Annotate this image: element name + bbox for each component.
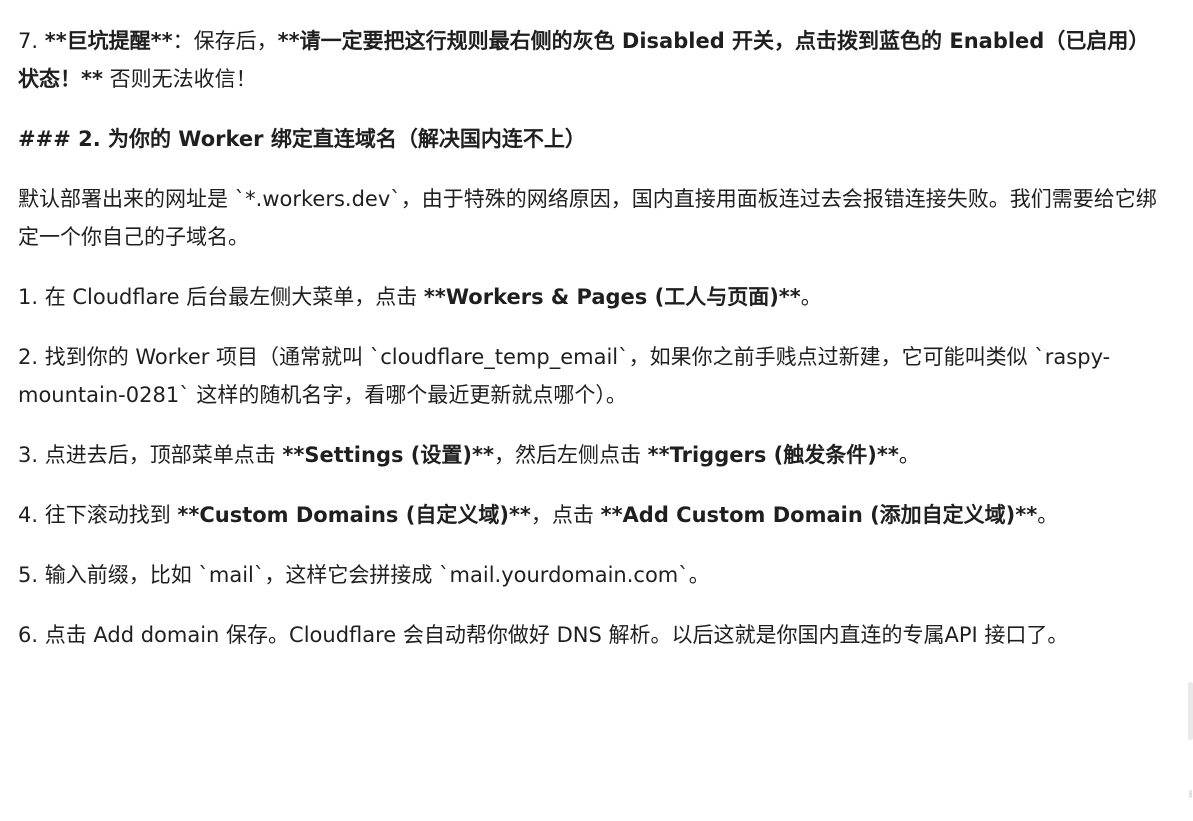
step-2: 2. 找到你的 Worker 项目（通常就叫 `cloudflare_temp_… (18, 345, 1111, 407)
intro-paragraph: 默认部署出来的网址是 `*.workers.dev`，由于特殊的网络原因，国内直… (18, 187, 1157, 249)
emphasis-workers-pages: **Workers & Pages (工人与页面)** (423, 285, 801, 309)
emphasis-triggers: **Triggers (触发条件)** (647, 443, 899, 467)
warning-label: **巨坑提醒** (44, 29, 173, 53)
text-segment: 。 (898, 443, 920, 467)
text-segment: 否则无法收信！ (102, 67, 257, 91)
step-3: 3. 点进去后，顶部菜单点击 **Settings (设置)**，然后左侧点击 … (18, 436, 1168, 474)
text-segment: 。 (800, 285, 822, 309)
text-segment: ，点击 (530, 503, 601, 527)
step-7-warning: 7. **巨坑提醒**：保存后，**请一定要把这行规则最右侧的灰色 Disabl… (18, 22, 1168, 98)
step-6: 6. 点击 Add domain 保存。Cloudflare 会自动帮你做好 D… (18, 623, 1069, 647)
text-segment: 1. 在 Cloudflare 后台最左侧大菜单，点击 (18, 285, 424, 309)
step-4: 4. 往下滚动找到 **Custom Domains (自定义域)**，点击 *… (18, 496, 1168, 534)
text-segment: ，然后左侧点击 (493, 443, 648, 467)
scrollbar-thumb[interactable] (1188, 682, 1193, 740)
emphasis-custom-domains: **Custom Domains (自定义域)** (177, 503, 531, 527)
section-heading: ### 2. 为你的 Worker 绑定直连域名（解决国内连不上） (18, 127, 586, 151)
step-5: 5. 输入前缀，比如 `mail`，这样它会拼接成 `mail.yourdoma… (18, 563, 710, 587)
text-segment: 3. 点进去后，顶部菜单点击 (18, 443, 283, 467)
text-segment: 4. 往下滚动找到 (18, 503, 178, 527)
step-number: 7. (18, 29, 45, 53)
scrollbar-end (1189, 790, 1192, 798)
text-segment: 。 (1037, 503, 1059, 527)
text-segment: ：保存后， (172, 29, 278, 53)
emphasis-settings: **Settings (设置)** (282, 443, 494, 467)
emphasis-add-custom-domain: **Add Custom Domain (添加自定义域)** (600, 503, 1038, 527)
step-1: 1. 在 Cloudflare 后台最左侧大菜单，点击 **Workers & … (18, 278, 1168, 316)
warning-emphasis: **请一定要把这行规则最右侧的灰色 Disabled 开关，点击拨到蓝色的 En… (18, 29, 1150, 91)
document-body: 7. **巨坑提醒**：保存后，**请一定要把这行规则最右侧的灰色 Disabl… (18, 22, 1168, 654)
